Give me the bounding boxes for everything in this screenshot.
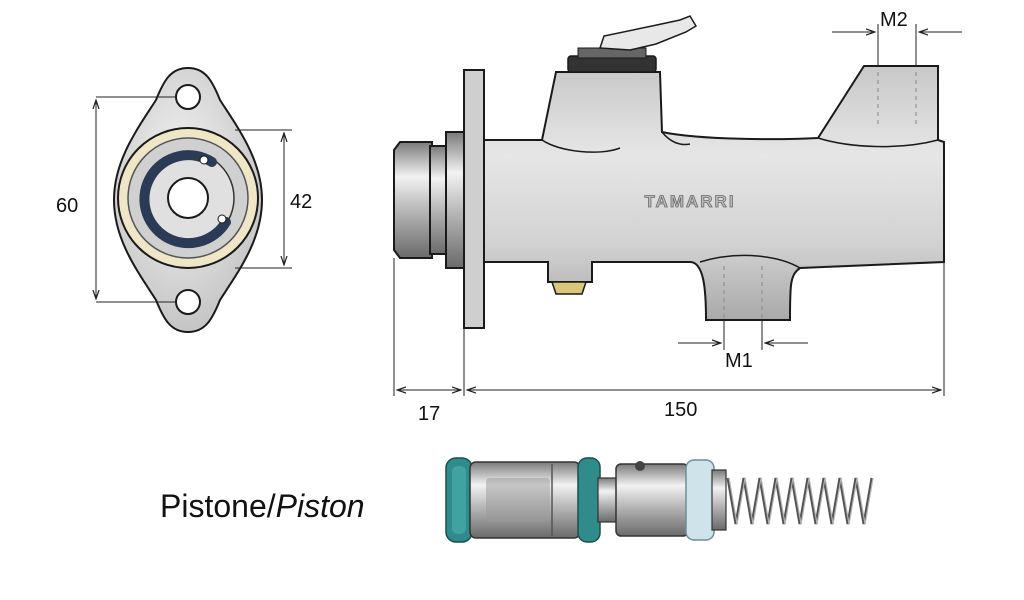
mount-flange-side	[463, 69, 485, 329]
port-m1-label: M1	[725, 350, 753, 372]
rod-end	[393, 141, 433, 259]
piston-hole	[635, 461, 645, 471]
piston-caption: Pistone/Piston	[160, 488, 365, 525]
bleed-screw	[550, 281, 588, 295]
circlip-eye-top	[199, 155, 209, 165]
return-spring	[726, 477, 874, 525]
rod-boss	[445, 131, 465, 269]
mount-hole-top	[175, 84, 201, 110]
piston-spring-seat	[711, 469, 727, 531]
push-rod-hole	[167, 177, 209, 219]
flange-front-view: 60 42	[56, 66, 312, 334]
inlet-pipe	[598, 15, 698, 51]
piston-label-italic: Piston	[275, 488, 365, 524]
piston-seal-rear	[685, 459, 715, 541]
piston-label: Pistone/	[160, 488, 276, 524]
circlip-eye-bottom	[217, 214, 227, 224]
piston-rear	[615, 463, 689, 537]
dim-bore-label: 42	[290, 191, 312, 213]
brand-label: TAMARRI	[644, 192, 735, 211]
cylinder-body	[483, 65, 945, 321]
mount-hole-bottom	[175, 289, 201, 315]
dim-body-length-label: 150	[664, 399, 697, 421]
piston-seal-middle	[577, 457, 601, 543]
port-m2-label: M2	[880, 9, 908, 31]
dim-height-label: 60	[56, 195, 78, 217]
piston-image	[445, 457, 874, 543]
circlip	[139, 150, 231, 249]
piston-neck	[597, 477, 619, 523]
dim-front-length-label: 17	[418, 403, 440, 425]
side-view: TAMARRI M2 M1 17 150	[393, 9, 962, 425]
